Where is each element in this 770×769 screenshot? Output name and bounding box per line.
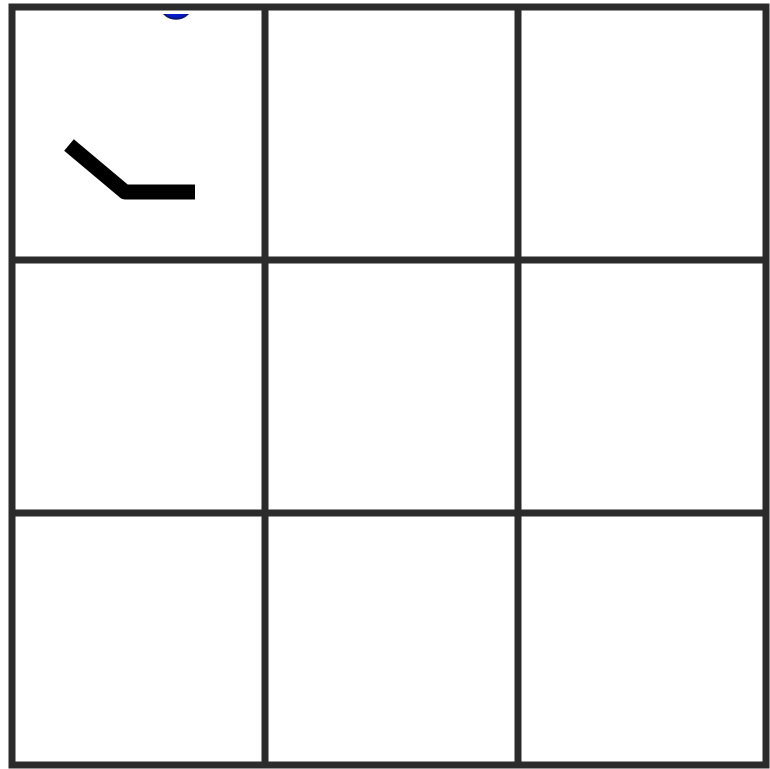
arm-joint bbox=[118, 185, 133, 200]
